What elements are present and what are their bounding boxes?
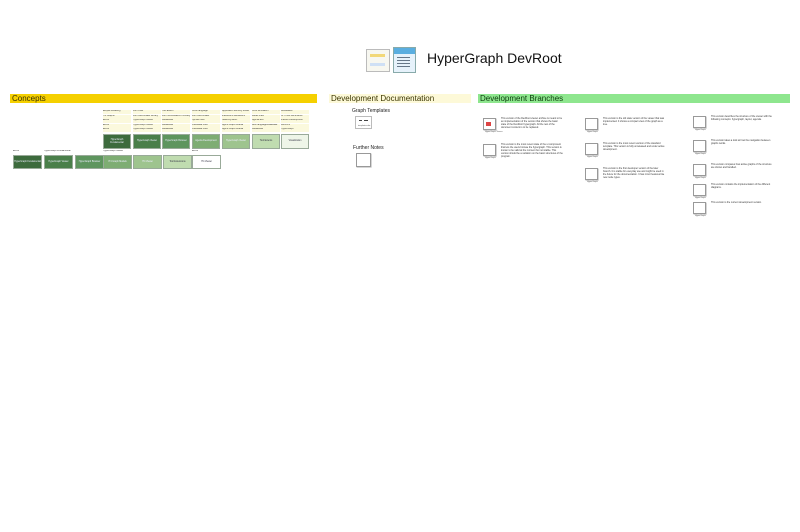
concept-side-label: HyperGraph Viewer bbox=[103, 150, 124, 152]
concept-tier1-box[interactable]: Tool Extents bbox=[252, 134, 280, 149]
concept-tier1-box[interactable]: Visualization bbox=[281, 134, 309, 149]
branches-diagram: HyperGraph Viewer This version of the Dev… bbox=[478, 110, 788, 220]
concept-cell: DSV Files bbox=[133, 110, 161, 114]
concept-cell: Ecore bbox=[103, 123, 131, 128]
concept-cell: ViewBase Files bbox=[192, 123, 220, 128]
branch-description: This version of the DevRoot viewer archi… bbox=[501, 117, 563, 129]
concept-tier1-box[interactable]: HyperGraph Viewer bbox=[133, 134, 161, 149]
concept-cell: Model View bbox=[252, 114, 280, 119]
concept-tier2-box[interactable]: IT4 Viewer bbox=[192, 155, 221, 169]
concept-tier2-box[interactable]: IT4 Graph Models bbox=[103, 155, 132, 169]
concept-cell: Agent Graph Module bbox=[222, 128, 250, 132]
page-title: HyperGraph DevRoot bbox=[427, 50, 562, 66]
concept-side-label: Ecore bbox=[192, 150, 199, 152]
branch-thumbnail[interactable] bbox=[693, 202, 706, 214]
concept-cell: HyperGraph Viewer bbox=[133, 128, 161, 132]
branch-caption: HyperGraph bbox=[695, 177, 706, 179]
branch-description: This version is the first developer vers… bbox=[603, 167, 665, 179]
concept-cell: IndexDocs Wiki/Extern bbox=[222, 114, 250, 119]
template-caption: templates-doc bbox=[358, 125, 371, 127]
branch-thumbnail[interactable] bbox=[585, 143, 598, 155]
hypergraph-logo-icon bbox=[366, 49, 390, 72]
concept-cell: Eclipse Modeling bbox=[103, 110, 131, 114]
concept-cell: Wiki/Xml bbox=[281, 123, 309, 128]
concept-cell: Ecore bbox=[103, 128, 131, 132]
branch-caption: HyperGraph bbox=[587, 156, 598, 158]
section-documentation: Development Documentation bbox=[329, 94, 471, 103]
concept-cell: ViewBase Files bbox=[192, 128, 220, 132]
concept-tier1-box[interactable]: HyperGraph Viewer bbox=[222, 134, 250, 149]
branch-caption: HyperGraph bbox=[695, 215, 706, 217]
further-notes-title: Further Notes bbox=[353, 145, 384, 151]
concept-tier1-box[interactable]: HyperGraph Browser bbox=[162, 134, 190, 149]
concept-cell: DSV BROWSER bbox=[192, 114, 220, 119]
branch-caption: HyperGraph bbox=[587, 181, 598, 183]
concept-tier2-box[interactable]: HyperGraph Browser bbox=[75, 155, 104, 169]
branch-description: This version contains the implementation… bbox=[711, 183, 771, 189]
concept-cell: DSV BROWSER Library bbox=[133, 114, 161, 119]
concept-cell: Agent Graph Module bbox=[222, 123, 250, 128]
concept-tier2-box[interactable]: IT4 Viewer bbox=[133, 155, 162, 169]
concept-side-label: Ecore bbox=[13, 150, 20, 152]
concept-cell: IT4 Graphs bbox=[103, 114, 131, 119]
concept-cell: Syntax Files bbox=[192, 119, 220, 123]
concept-cell: JavaModel bbox=[162, 119, 190, 123]
branch-description: This version is the most recent version … bbox=[603, 142, 665, 151]
branch-thumbnail[interactable] bbox=[483, 144, 496, 156]
concept-cell: Core Language bbox=[192, 110, 220, 114]
section-concepts: Concepts bbox=[10, 94, 317, 103]
section-branches: Development Branches bbox=[478, 94, 790, 103]
branch-preview-icon bbox=[486, 122, 491, 126]
concept-cell: Bus Language/Database bbox=[252, 123, 280, 128]
branch-description: This version takes a look at how the nav… bbox=[711, 139, 771, 145]
concept-cell: JavaModel bbox=[252, 128, 280, 132]
concept-cell: Application Memory Model bbox=[222, 110, 250, 114]
viewer-logo-icon bbox=[393, 47, 416, 73]
concept-cell: Core Simulation bbox=[252, 110, 280, 114]
branch-description: This version is the most recent state of… bbox=[501, 143, 563, 158]
concept-cell: Ecore bbox=[103, 119, 131, 123]
branch-thumbnail[interactable] bbox=[483, 118, 496, 130]
concept-tier2-box[interactable]: HyperGraph Viewer bbox=[44, 155, 73, 169]
branch-caption: HyperGraph bbox=[695, 129, 706, 131]
branch-description: This version is the old state version of… bbox=[603, 117, 665, 126]
concept-cell: HyperGraph Viewer bbox=[133, 119, 161, 123]
branch-caption: HyperGraph Viewer bbox=[485, 131, 503, 133]
concept-tier1-box[interactable]: Agenta Development bbox=[192, 134, 220, 149]
concept-cell: HyperGraph bbox=[281, 128, 309, 132]
branch-description: This version describes the structure of … bbox=[711, 115, 772, 121]
concept-cell: JavaModel bbox=[162, 123, 190, 128]
graph-template-thumbnail[interactable]: templates-doc bbox=[355, 116, 372, 129]
branch-description: This version compares how active graphs … bbox=[711, 163, 772, 169]
branch-thumbnail[interactable] bbox=[693, 164, 706, 176]
branch-caption: HyperGraph bbox=[695, 153, 706, 155]
concept-cell: Tool Extent bbox=[162, 110, 190, 114]
branch-caption: HyperGraph bbox=[485, 157, 496, 159]
concept-cell: UI HTML Documents bbox=[281, 114, 309, 119]
concept-tier2-box[interactable]: Tool Extensions bbox=[163, 155, 192, 169]
concept-cell: Agenta dev bbox=[252, 119, 280, 123]
further-notes-document[interactable] bbox=[356, 153, 371, 167]
branch-caption: HyperGraph bbox=[587, 131, 598, 133]
concept-side-label: HyperGraph Fundamental bbox=[44, 150, 71, 152]
concept-cell: HyperGraph Viewer bbox=[133, 123, 161, 128]
branch-thumbnail[interactable] bbox=[693, 116, 706, 128]
branch-thumbnail[interactable] bbox=[693, 184, 706, 196]
branch-thumbnail[interactable] bbox=[585, 168, 598, 180]
branch-description: This version is the current development … bbox=[711, 201, 762, 204]
concept-cell: DSV WORKBENCH Library bbox=[162, 114, 190, 119]
concept-cell: JavaModel bbox=[162, 128, 190, 132]
graph-templates-title: Graph Templates bbox=[352, 108, 390, 114]
branch-thumbnail[interactable] bbox=[693, 140, 706, 152]
branch-thumbnail[interactable] bbox=[585, 118, 598, 130]
branch-caption: HyperGraph bbox=[695, 197, 706, 199]
concept-cell: Static/Dynamic bbox=[222, 119, 250, 123]
concept-cell: Indexer Development bbox=[281, 119, 309, 123]
concept-tier2-box[interactable]: HyperGraph Fundamental bbox=[13, 155, 42, 169]
concept-cell: Declarative bbox=[281, 110, 309, 114]
concept-tier1-box[interactable]: HyperGraph Fundamental bbox=[103, 134, 131, 149]
